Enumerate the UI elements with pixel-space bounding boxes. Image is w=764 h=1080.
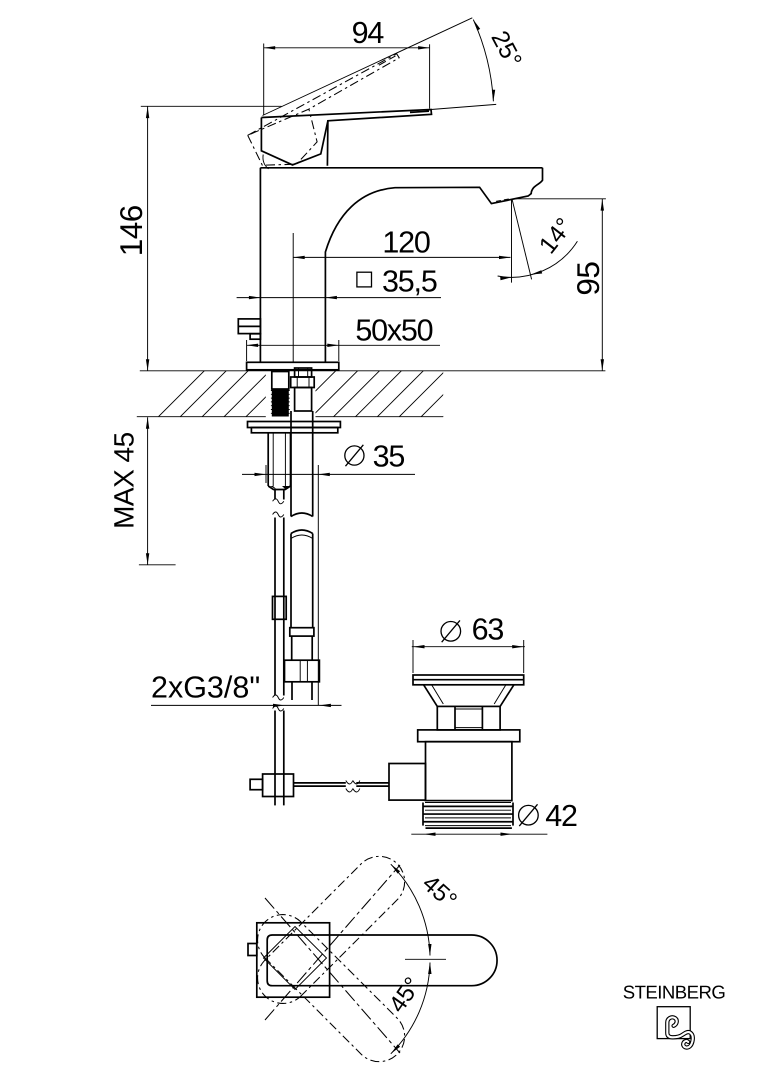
svg-text:35: 35 [373, 440, 405, 474]
svg-text:STEINBERG: STEINBERG [623, 982, 726, 1003]
svg-text:146: 146 [113, 205, 149, 256]
svg-text:MAX 45: MAX 45 [109, 432, 140, 529]
svg-text:63: 63 [472, 613, 504, 647]
svg-text:95: 95 [570, 262, 606, 296]
svg-text:50x50: 50x50 [355, 313, 432, 347]
svg-text:94: 94 [352, 16, 385, 50]
svg-text:35,5: 35,5 [382, 265, 437, 299]
svg-text:120: 120 [382, 225, 430, 259]
svg-text:42: 42 [545, 799, 577, 833]
svg-text:2xG3/8": 2xG3/8" [151, 671, 260, 705]
